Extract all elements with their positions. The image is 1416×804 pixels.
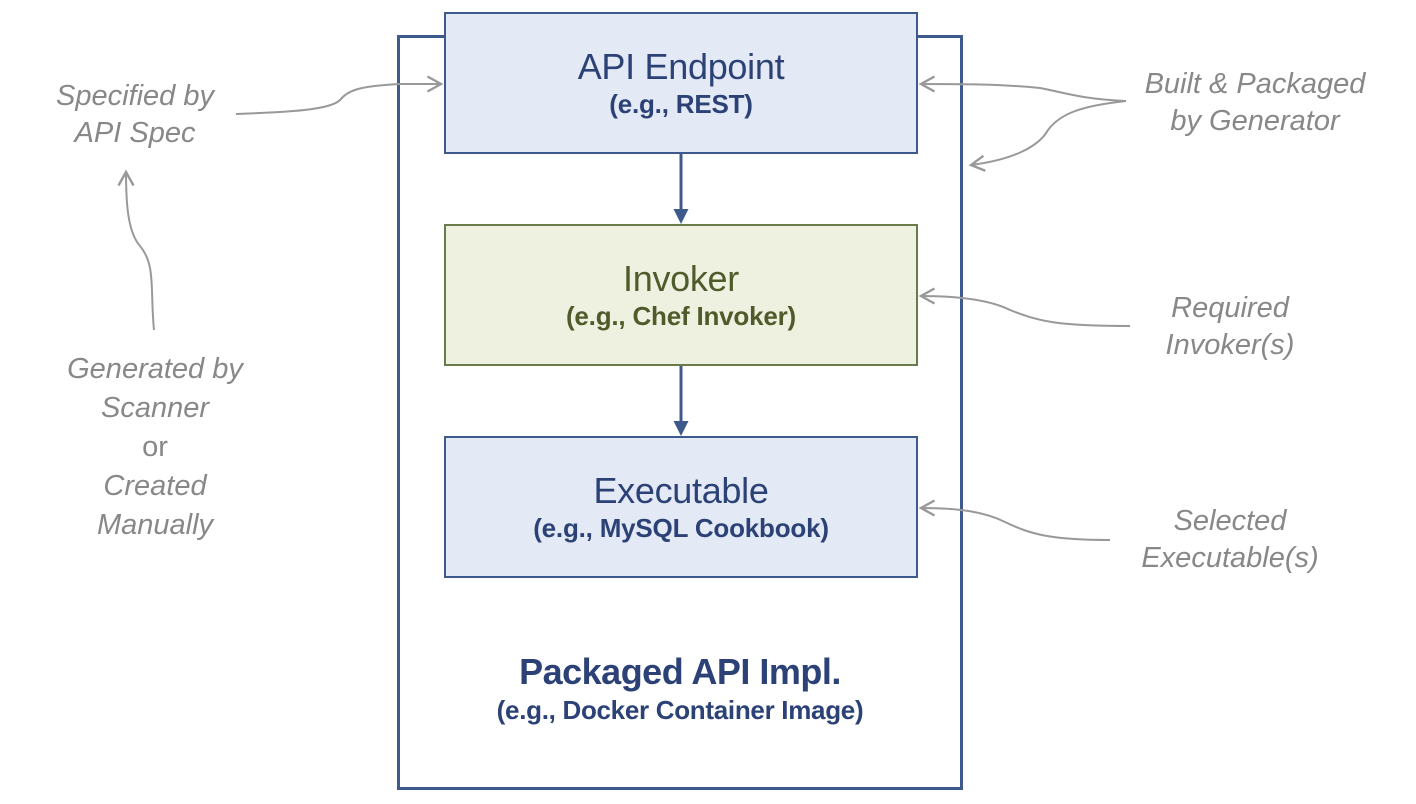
annotation-line: or — [142, 431, 168, 463]
annotation-line: Scanner — [100, 392, 209, 424]
annotation-line: Required — [1171, 292, 1289, 324]
invoker-subtitle: (e.g., Chef Invoker) — [565, 301, 797, 331]
packaged-api-subtitle: (e.g., Docker Container Image) — [496, 695, 864, 725]
arrow-generator-to-container — [968, 100, 1127, 172]
invoker-title: Invoker — [623, 258, 739, 299]
api-endpoint-title: API Endpoint — [577, 46, 785, 87]
annotation-specified-by-api-spec: Specified by API Spec — [40, 78, 230, 152]
executable-subtitle: (e.g., MySQL Cookbook) — [533, 513, 829, 543]
api-endpoint-subtitle: (e.g., REST) — [609, 89, 753, 119]
annotation-line: by Generator — [1170, 105, 1340, 137]
annotation-line: Manually — [96, 509, 214, 541]
api-endpoint-box: API Endpoint (e.g., REST) — [444, 12, 918, 154]
packaged-api-title: Packaged API Impl. — [519, 651, 841, 692]
annotation-line: Selected — [1173, 505, 1287, 537]
annotation-line: Created — [103, 470, 207, 502]
annotation-line: Generated by — [67, 353, 243, 385]
arrow-scanner-to-spec — [117, 169, 155, 331]
annotation-line: Invoker(s) — [1165, 329, 1295, 361]
annotation-required-invokers: Required Invoker(s) — [1130, 290, 1330, 364]
executable-box: Executable (e.g., MySQL Cookbook) — [444, 436, 918, 578]
annotation-selected-executables: Selected Executable(s) — [1120, 503, 1340, 577]
annotation-generated-by-scanner: Generated by Scanner or Created Manually — [40, 350, 270, 545]
annotation-line: API Spec — [74, 117, 196, 149]
annotation-line: Specified by — [56, 80, 214, 112]
annotation-line: Executable(s) — [1141, 542, 1319, 574]
invoker-box: Invoker (e.g., Chef Invoker) — [444, 224, 918, 366]
annotation-line: Built & Packaged — [1144, 68, 1366, 100]
packaged-api-label: Packaged API Impl. (e.g., Docker Contain… — [397, 650, 963, 726]
annotation-built-by-generator: Built & Packaged by Generator — [1130, 66, 1380, 140]
executable-title: Executable — [593, 470, 769, 511]
